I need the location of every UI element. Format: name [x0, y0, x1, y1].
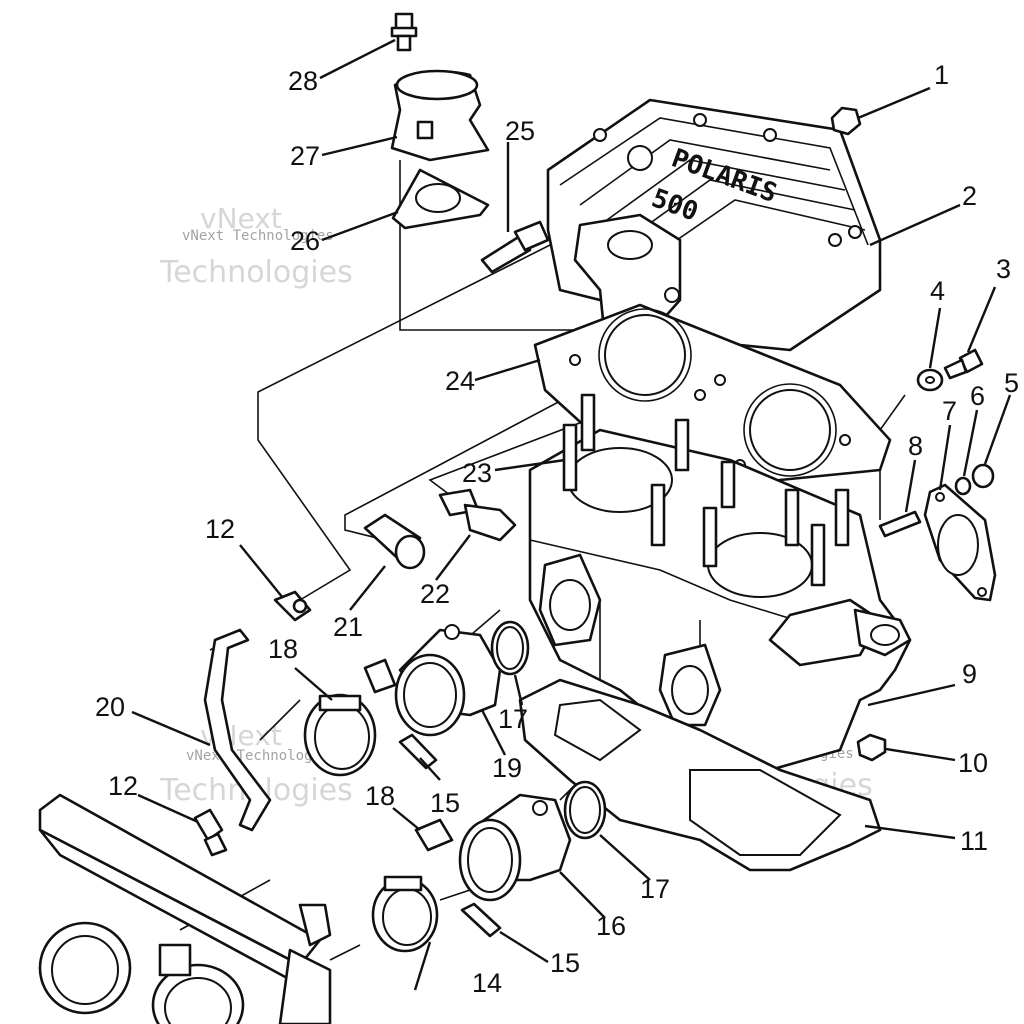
callout-12-upper: 12	[205, 514, 235, 544]
callout-14: 14	[472, 968, 502, 998]
callout-22: 22	[420, 579, 450, 609]
callout-2: 2	[962, 181, 977, 211]
callout-11: 11	[960, 826, 988, 856]
callout-25: 25	[505, 116, 535, 146]
callout-9: 9	[962, 659, 977, 689]
gasket-26-part	[391, 168, 490, 230]
watermark-technologies: Technologies	[159, 255, 353, 290]
callout-10: 10	[958, 748, 988, 778]
leader-lines	[131, 38, 1012, 991]
sleeve-21-part	[363, 513, 426, 570]
thermostat-housing-27-part	[390, 69, 490, 162]
nut-10-part	[856, 733, 887, 762]
callout-28: 28	[288, 66, 318, 96]
clamp-18a-part	[303, 693, 377, 777]
hose-20-part	[203, 628, 272, 832]
washer-4-part	[916, 368, 944, 392]
callout-24: 24	[445, 366, 475, 396]
o-ring-17b-part	[563, 780, 607, 840]
callout-23: 23	[462, 458, 492, 488]
exhaust-gasket-7-part	[923, 483, 997, 602]
callout-1: 1	[934, 60, 949, 90]
bolt-28-part	[390, 12, 418, 52]
callout-12-lower: 12	[108, 771, 138, 801]
callout-19: 19	[492, 753, 522, 783]
callout-15-lower: 15	[550, 948, 580, 978]
screw-15a-part	[398, 733, 438, 770]
bolt-3-part	[943, 348, 984, 380]
callout-15-upper: 15	[430, 788, 460, 818]
callout-6: 6	[970, 381, 985, 411]
stud-8-part	[878, 510, 922, 538]
screw-18b-part	[414, 818, 454, 852]
callout-27: 27	[290, 141, 320, 171]
callout-16: 16	[596, 911, 626, 941]
callout-17-upper: 17	[498, 704, 528, 734]
intake-flange-19-part	[363, 624, 502, 737]
nut-1-part	[830, 106, 862, 136]
callout-7: 7	[942, 396, 957, 426]
washer-6-part	[954, 476, 972, 496]
screw-15b-part	[460, 902, 502, 938]
nut-5-part	[971, 463, 995, 489]
carburetor-rail-part	[38, 793, 332, 1024]
clamp-14-part	[371, 875, 439, 953]
callout-3: 3	[996, 254, 1011, 284]
sensor-25-part	[480, 220, 550, 274]
callout-18-upper: 18	[268, 634, 298, 664]
callout-26: 26	[290, 226, 320, 256]
callout-21: 21	[333, 612, 363, 642]
callout-18-lower: 18	[365, 781, 395, 811]
fitting-22-part	[438, 488, 517, 542]
intake-flange-16-part	[458, 793, 572, 902]
callout-4: 4	[930, 276, 945, 306]
callout-20: 20	[95, 692, 125, 722]
callout-5: 5	[1004, 368, 1019, 398]
callout-17-lower: 17	[640, 874, 670, 904]
callout-labels: 1 2 3 4 5 6 7 8 9 10 11 12 12 14 15 15 1…	[95, 60, 1019, 998]
watermark-vnext: vNext	[200, 202, 282, 235]
o-ring-17a-part	[490, 620, 530, 676]
watermark-small: vNext Technologies	[182, 228, 334, 244]
callout-8: 8	[908, 431, 923, 461]
fitting-12a-part	[273, 590, 312, 622]
fitting-12b-part	[193, 808, 228, 857]
cylinder-block-23-part	[528, 393, 912, 772]
